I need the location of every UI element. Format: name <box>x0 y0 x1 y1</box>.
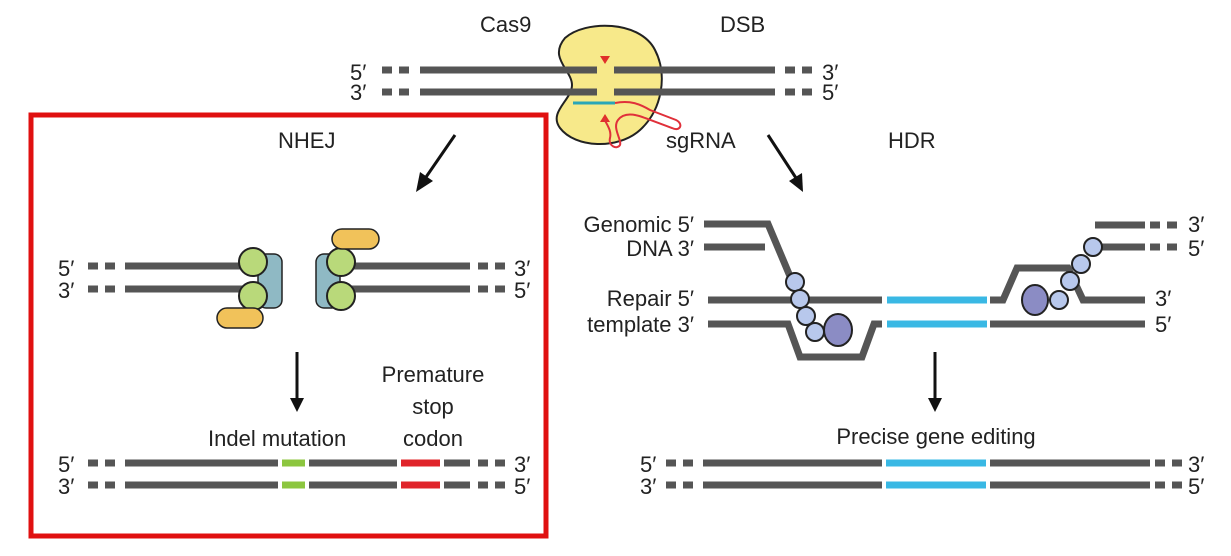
nhej-left-5prime: 5′ <box>58 256 74 281</box>
hdr-result-right-5prime: 5′ <box>1188 474 1204 499</box>
nhej-right-5prime: 5′ <box>514 278 530 303</box>
sgrna-label: sgRNA <box>666 128 736 153</box>
indel-label: Indel mutation <box>208 426 346 451</box>
hdr-down-arrow-head <box>928 398 942 412</box>
nhej-down-arrow-head <box>290 398 304 412</box>
nhej-protein-left-bottom <box>238 281 268 311</box>
stop-label-line1: Premature <box>382 362 485 387</box>
nhej-protein-right-bottom <box>326 281 356 311</box>
hdr-title: HDR <box>888 128 936 153</box>
hdr-repair-label: Repair 5′ <box>607 286 694 311</box>
hdr-protein-left-large <box>823 313 853 347</box>
hdr-protein-left-4 <box>805 322 825 342</box>
hdr-result-right-3prime: 3′ <box>1188 452 1204 477</box>
top-left-3prime: 3′ <box>350 80 366 105</box>
hdr-result-left-3prime: 3′ <box>640 474 656 499</box>
nhej-arrow-shaft <box>422 134 457 181</box>
hdr-protein-right-2 <box>1071 254 1091 274</box>
dsb-label: DSB <box>720 12 765 37</box>
hdr-protein-right-3 <box>1060 271 1080 291</box>
hdr-upper-right-3prime: 3′ <box>1188 212 1204 237</box>
hdr-template-label: template 3′ <box>587 312 694 337</box>
nhej-protein-right-top <box>326 247 356 277</box>
hdr-protein-right-4 <box>1049 290 1069 310</box>
nhej-panel: NHEJ 5′ 3′ 3′ 5′ Indel mutation Prematur… <box>58 128 530 499</box>
cas9-complex: Cas9 DSB 5′ 3′ 3′ 5′ sgRNA <box>350 12 838 153</box>
nhej-result-right-3prime: 3′ <box>514 452 530 477</box>
stop-label-line3: codon <box>403 426 463 451</box>
hdr-arrow-head <box>789 173 803 192</box>
cas9-label: Cas9 <box>480 12 531 37</box>
hdr-protein-right-large <box>1021 284 1049 316</box>
hdr-lower-right-3prime: 3′ <box>1155 286 1171 311</box>
hdr-protein-right-1 <box>1083 237 1103 257</box>
hdr-protein-left-3 <box>796 306 816 326</box>
nhej-right-3prime: 3′ <box>514 256 530 281</box>
nhej-result-left-5prime: 5′ <box>58 452 74 477</box>
hdr-panel: HDR Genomic 5′ DNA 3′ Repair 5′ template… <box>583 128 1204 499</box>
hdr-dna-label: DNA 3′ <box>626 236 694 261</box>
hdr-template-s1-right <box>990 264 1145 304</box>
nhej-result-right-5prime: 5′ <box>514 474 530 499</box>
hdr-protein-left-1 <box>785 272 805 292</box>
hdr-result-label: Precise gene editing <box>836 424 1035 449</box>
top-right-5prime: 5′ <box>822 80 838 105</box>
nhej-orange-left <box>216 307 264 329</box>
top-right-3prime: 3′ <box>822 60 838 85</box>
cas9-protein-shape <box>555 24 663 145</box>
nhej-title: NHEJ <box>278 128 335 153</box>
hdr-lower-right-5prime: 5′ <box>1155 312 1171 337</box>
nhej-orange-right <box>331 228 380 250</box>
nhej-highlight-box <box>28 112 549 539</box>
nhej-protein-left-top <box>238 247 268 277</box>
hdr-protein-left-2 <box>790 289 810 309</box>
sgrna-strand <box>603 100 682 149</box>
nhej-result-left-3prime: 3′ <box>58 474 74 499</box>
hdr-result-left-5prime: 5′ <box>640 452 656 477</box>
hdr-upper-right-5prime: 5′ <box>1188 236 1204 261</box>
hdr-arrow-shaft <box>766 134 798 179</box>
cut-marker-top <box>600 56 610 64</box>
top-left-5prime: 5′ <box>350 60 366 85</box>
nhej-arrow-head <box>416 172 433 192</box>
stop-label-line2: stop <box>412 394 454 419</box>
hdr-template-s2-left <box>708 320 882 361</box>
nhej-left-3prime: 3′ <box>58 278 74 303</box>
hdr-genomic-label: Genomic 5′ <box>583 212 694 237</box>
